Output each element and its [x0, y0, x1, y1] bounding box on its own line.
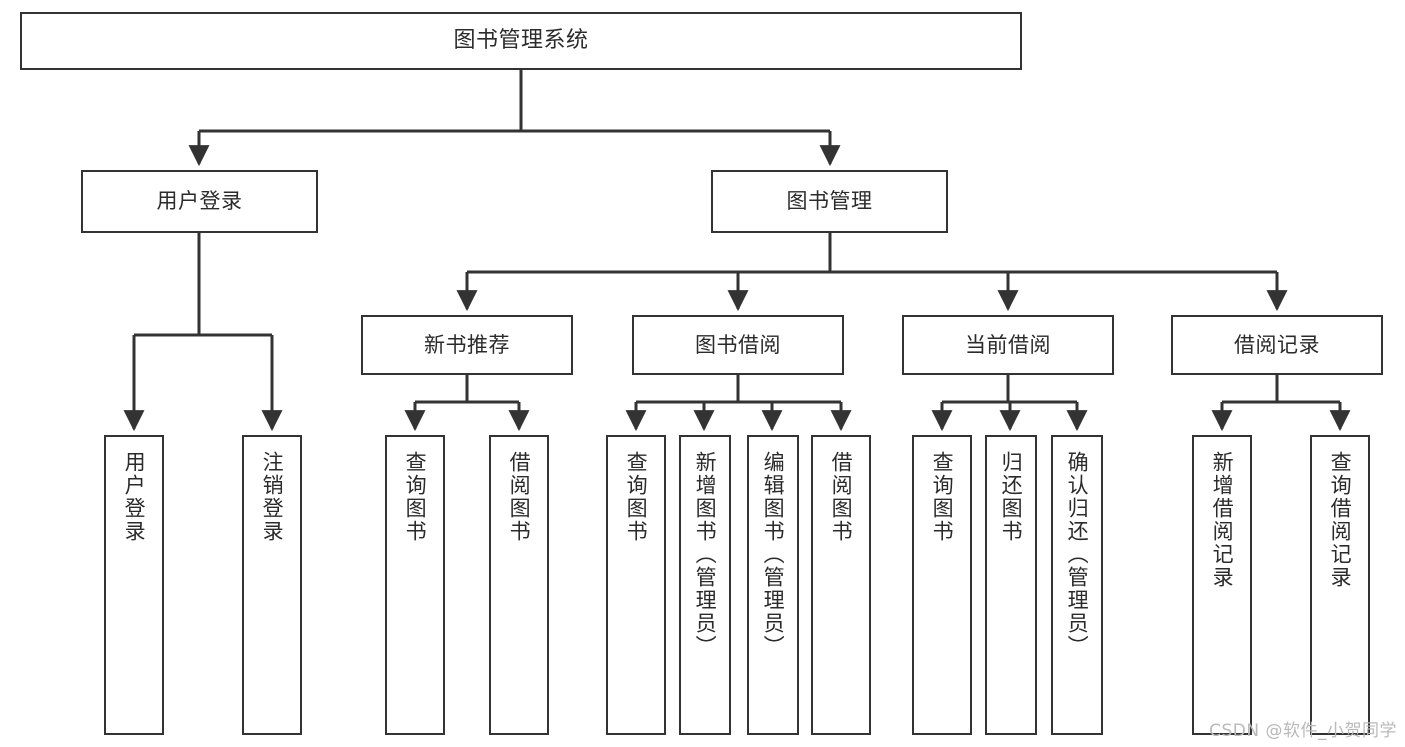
node-book-manage[interactable]: 图书管理	[711, 170, 948, 233]
leaf-borrow-record-query[interactable]: 查询借阅记录	[1310, 435, 1370, 735]
leaf-current-borrow-confirm[interactable]: 确认归还（管理员）	[1051, 435, 1103, 735]
leaf-book-borrow-query[interactable]: 查询图书	[606, 435, 666, 735]
leaf-book-borrow-edit-label: 编辑图书（管理员）	[761, 451, 786, 658]
leaf-book-borrow-borrow-label: 借阅图书	[829, 451, 854, 543]
node-borrow-record-label: 借阅记录	[1234, 332, 1320, 357]
leaf-current-borrow-query[interactable]: 查询图书	[912, 435, 972, 735]
node-borrow-record[interactable]: 借阅记录	[1171, 315, 1383, 375]
node-root-system-label: 图书管理系统	[453, 28, 589, 54]
leaf-book-borrow-add-label: 新增图书（管理员）	[693, 451, 718, 658]
node-user-login[interactable]: 用户登录	[81, 170, 318, 233]
node-root-system[interactable]: 图书管理系统	[20, 12, 1022, 70]
leaf-current-borrow-query-label: 查询图书	[930, 451, 955, 543]
leaf-user-login-logout[interactable]: 注销登录	[242, 435, 302, 735]
leaf-book-borrow-query-label: 查询图书	[624, 451, 649, 543]
leaf-user-login-login[interactable]: 用户登录	[104, 435, 164, 735]
leaf-borrow-record-add-label: 新增借阅记录	[1210, 451, 1235, 589]
leaf-current-borrow-return-label: 归还图书	[999, 451, 1024, 543]
leaf-current-borrow-return[interactable]: 归还图书	[985, 435, 1037, 735]
leaf-borrow-record-add[interactable]: 新增借阅记录	[1192, 435, 1252, 735]
node-current-borrow[interactable]: 当前借阅	[902, 315, 1114, 375]
leaf-new-book-borrow-label: 借阅图书	[507, 451, 532, 543]
csdn-watermark: CSDN @软件_小贺同学	[1209, 721, 1397, 741]
leaf-book-borrow-add[interactable]: 新增图书（管理员）	[679, 435, 731, 735]
leaf-current-borrow-confirm-label: 确认归还（管理员）	[1065, 451, 1090, 658]
leaf-new-book-query-label: 查询图书	[403, 451, 428, 543]
leaf-user-login-logout-label: 注销登录	[260, 451, 285, 543]
leaf-new-book-borrow[interactable]: 借阅图书	[489, 435, 549, 735]
leaf-new-book-query[interactable]: 查询图书	[385, 435, 445, 735]
node-user-login-label: 用户登录	[156, 189, 243, 214]
node-current-borrow-label: 当前借阅	[965, 332, 1051, 357]
leaf-user-login-login-label: 用户登录	[122, 451, 147, 543]
node-new-book-recommend-label: 新书推荐	[424, 332, 510, 357]
node-book-borrow[interactable]: 图书借阅	[632, 315, 844, 375]
leaf-borrow-record-query-label: 查询借阅记录	[1328, 451, 1353, 589]
leaf-book-borrow-edit[interactable]: 编辑图书（管理员）	[747, 435, 799, 735]
node-book-manage-label: 图书管理	[786, 189, 873, 214]
node-book-borrow-label: 图书借阅	[695, 332, 781, 357]
leaf-book-borrow-borrow[interactable]: 借阅图书	[811, 435, 871, 735]
node-new-book-recommend[interactable]: 新书推荐	[361, 315, 573, 375]
